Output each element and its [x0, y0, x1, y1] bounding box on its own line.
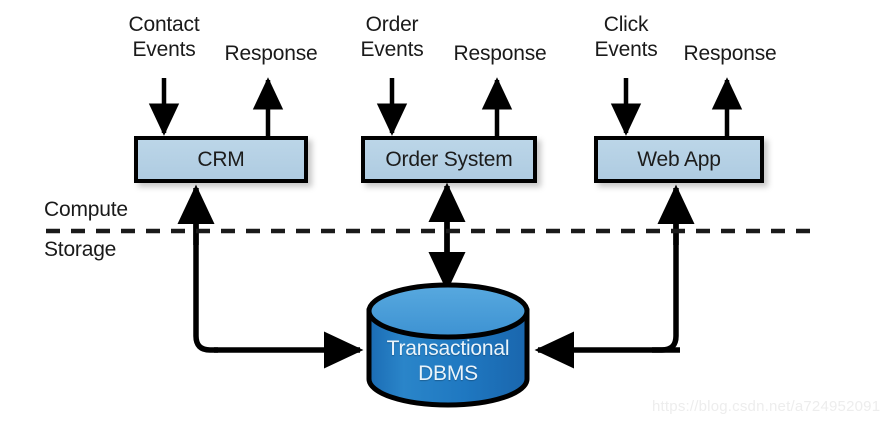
web-app-input-label-line2: Events	[594, 38, 658, 62]
crm-input-label-line2: Events	[132, 38, 196, 62]
crm-to-database-connector	[177, 184, 364, 369]
order-system-input-label-line1: Order	[365, 13, 419, 36]
database-label-line1: Transactional	[386, 337, 510, 360]
compute-zone-label: Compute	[44, 198, 128, 221]
web-app-input-label-line1: Click	[603, 13, 649, 36]
crm-response-label: Response	[224, 42, 318, 65]
web-app-box[interactable]	[594, 136, 764, 183]
transactional-dbms-cylinder[interactable]	[366, 282, 530, 408]
database-label-line2: DBMS	[418, 361, 478, 385]
watermark-text: https://blog.csdn.net/a724952091	[652, 398, 881, 415]
storage-zone-label: Storage	[44, 238, 117, 261]
order-system-response-label: Response	[453, 42, 547, 65]
order-system-box[interactable]	[361, 136, 537, 183]
order-system-box-label: Order System	[385, 148, 513, 171]
web-app-box-label: Web App	[637, 148, 721, 171]
order-system-input-label-line2: Events	[360, 38, 424, 62]
crm-box[interactable]	[134, 136, 308, 183]
crm-box-label: CRM	[197, 148, 245, 171]
database-to-web-app-connector	[534, 184, 695, 369]
web-app-response-label: Response	[683, 42, 777, 65]
crm-input-label-line1: Contact	[128, 13, 200, 36]
